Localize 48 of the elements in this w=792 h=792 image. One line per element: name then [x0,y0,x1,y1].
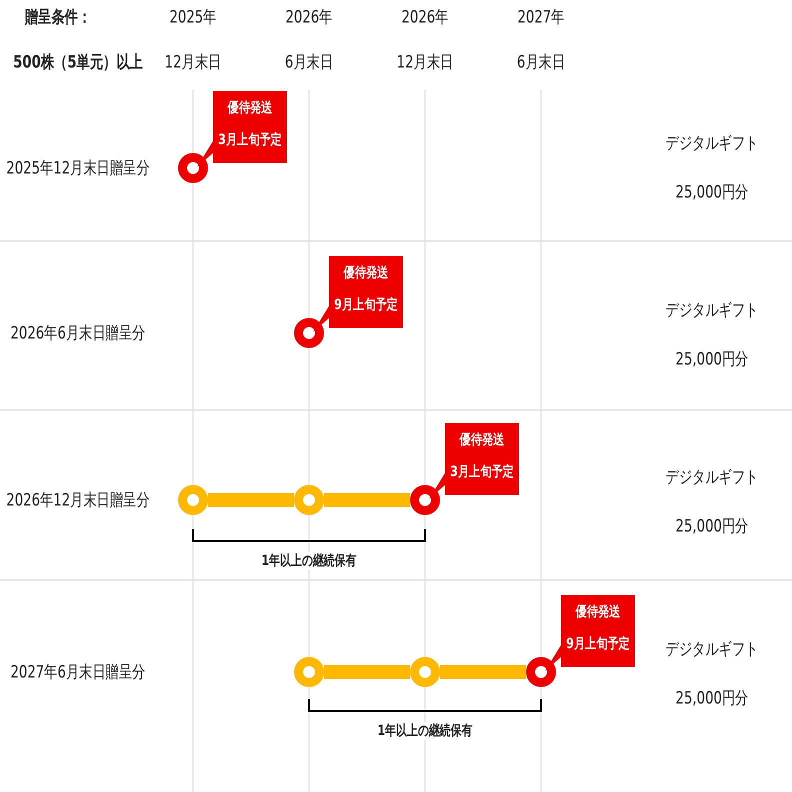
callout-title: 優待発送 [228,99,272,117]
bracket-label: 1年以上の継続保有 [376,722,474,740]
gift-amount: 25,000円分 [676,182,748,204]
header-text: 500株（5単元）以上 [13,52,143,74]
callout-text: 9月上旬予定 [566,635,630,653]
callout-text: 3月上旬予定 [450,463,514,481]
year-header: 2027年 [518,6,564,28]
timeline-marker [410,485,440,515]
gift-text: デジタルギフト [666,638,758,660]
timeline-marker [410,657,440,687]
callout-text: 9月上旬予定 [334,296,398,314]
year-header: 2026年 [286,6,332,28]
row-label: 2025年12月末日贈呈分 [6,158,150,180]
date-header: 6月末日 [284,52,334,74]
gift-text: デジタルギフト [666,466,758,488]
gift-amount: 25,000円分 [676,516,748,538]
timeline-marker [178,485,208,515]
timeline-bar [208,493,294,507]
gift-amount: 25,000円分 [676,348,748,370]
callout-title: 優待発送 [344,264,388,282]
callout-box [197,91,287,169]
timeline-marker [294,657,324,687]
timeline-marker [294,485,324,515]
year-header: 2026年 [402,6,448,28]
callout-box [545,595,635,673]
callout-title: 優待発送 [460,431,504,449]
gift-amount: 25,000円分 [676,688,748,710]
date-header: 12月末日 [396,52,454,74]
bracket-label: 1年以上の継続保有 [260,552,358,570]
timeline-bar [440,665,526,679]
timeline-marker [526,657,556,687]
row-label: 2026年6月末日贈呈分 [10,322,146,344]
callout-box [313,256,403,334]
gift-text: デジタルギフト [666,132,758,154]
gift-text: デジタルギフト [666,300,758,322]
timeline-marker [294,318,324,348]
year-header: 2025年 [170,6,216,28]
header-text: 贈呈条件： [24,6,92,28]
callout-text: 3月上旬予定 [218,131,282,149]
timeline-bar [324,665,410,679]
timeline-marker [178,153,208,183]
date-header: 6月末日 [516,52,566,74]
row-label: 2027年6月末日贈呈分 [10,662,146,684]
callout-title: 優待発送 [576,603,620,621]
timeline-bar [324,493,410,507]
callout-box [429,423,519,501]
row-label: 2026年12月末日贈呈分 [6,490,150,512]
date-header: 12月末日 [164,52,222,74]
